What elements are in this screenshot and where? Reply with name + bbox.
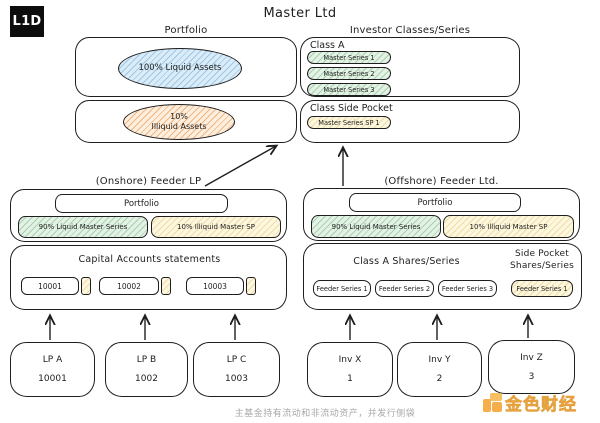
offshore-illiquid-pill: 10% Illiquid Master SP	[443, 215, 574, 238]
jinse-logo-icon	[483, 393, 502, 412]
offshore-liquid-pill: 90% Liquid Master Series	[311, 215, 441, 238]
class-side-pocket-label: Class Side Pocket	[310, 103, 393, 114]
illiquid-assets-ellipse: 10% Illiquid Assets	[123, 104, 235, 140]
investor-lp-b-box: LP B 1002	[105, 342, 188, 397]
investor-lp-a-number: 10001	[38, 374, 67, 384]
class-a-label: Class A	[310, 40, 345, 51]
account-10002-number: 10002	[99, 277, 159, 295]
investor-lp-c-box: LP C 1003	[193, 342, 280, 397]
investor-inv-x-number: 1	[347, 374, 353, 384]
offshore-feeder-label: (Offshore) Feeder Ltd.	[384, 176, 499, 187]
master-series-2-pill: Master Series 2	[307, 67, 391, 80]
onshore-feeder-box: Portfolio 90% Liquid Master Series 10% I…	[10, 189, 287, 242]
investor-classes-label: Investor Classes/Series	[349, 25, 471, 36]
side-pocket-feeder-series-1-pill: Feeder Series 1	[511, 280, 573, 297]
investor-inv-y-box: Inv Y 2	[397, 342, 482, 397]
investor-lp-a-name: LP A	[42, 355, 63, 365]
offshore-portfolio-box: Portfolio	[349, 193, 521, 212]
investor-lp-b-name: LP B	[136, 355, 157, 365]
offshore-feeder-box: Portfolio 90% Liquid Master Series 10% I…	[303, 188, 580, 241]
account-10001: 10001	[21, 277, 91, 295]
liquid-assets-text: 100% Liquid Assets	[138, 63, 222, 74]
master-portfolio-label: Portfolio	[164, 25, 208, 36]
master-illiquid-portfolio-box: 10% Illiquid Assets	[75, 100, 297, 143]
investor-lp-a-box: LP A 10001	[10, 342, 95, 397]
caption-text: 主基金持有流动和非流动资产，并发行侧袋	[234, 409, 416, 419]
account-10001-tab	[81, 277, 91, 295]
l1d-logo: L1D	[10, 6, 44, 37]
master-series-sp1-pill: Master Series SP 1	[307, 116, 391, 129]
account-10002-tab	[161, 277, 171, 295]
account-10002: 10002	[99, 277, 171, 295]
investor-inv-z-name: Inv Z	[520, 352, 543, 363]
investor-lp-c-number: 1003	[225, 374, 248, 384]
shares-series-box: Class A Shares/Series Side Pocket Shares…	[303, 243, 582, 310]
onshore-illiquid-pill: 10% Illiquid Master SP	[151, 216, 281, 238]
feeder-series-1-pill: Feeder Series 1	[313, 280, 371, 297]
capital-accounts-box: Capital Accounts statements 10001 10002 …	[10, 245, 287, 310]
feeder-series-2-pill: Feeder Series 2	[375, 280, 434, 297]
diagram-title: Master Ltd	[263, 6, 337, 21]
investor-inv-x-box: Inv X 1	[307, 342, 393, 397]
liquid-assets-ellipse: 100% Liquid Assets	[118, 48, 242, 89]
master-class-a-box: Class A Master Series 1 Master Series 2 …	[300, 37, 520, 97]
onshore-feeder-label: (Onshore) Feeder LP	[95, 176, 202, 187]
feeder-series-3-pill: Feeder Series 3	[438, 280, 497, 297]
illiquid-assets-text-1: 10%	[170, 112, 188, 121]
watermark: 金色财经	[483, 390, 577, 415]
master-series-3-pill: Master Series 3	[307, 83, 391, 96]
capital-accounts-header: Capital Accounts statements	[78, 254, 221, 265]
account-10003-number: 10003	[186, 277, 244, 295]
onshore-portfolio-box: Portfolio	[55, 194, 228, 213]
master-series-1-pill: Master Series 1	[307, 51, 391, 64]
side-pocket-shares-header: Side Pocket Shares/Series	[504, 249, 580, 272]
investor-inv-y-number: 2	[436, 374, 443, 384]
investor-inv-y-name: Inv Y	[428, 355, 451, 365]
side-pocket-shares-header-line2: Shares/Series	[510, 260, 574, 271]
investor-lp-b-number: 1002	[135, 374, 158, 384]
account-10003-tab	[246, 277, 256, 295]
class-a-shares-header: Class A Shares/Series	[353, 256, 460, 267]
investor-inv-z-number: 3	[528, 371, 535, 382]
investor-inv-z-box: Inv Z 3	[488, 340, 575, 394]
onshore-liquid-pill: 90% Liquid Master Series	[18, 216, 148, 238]
side-pocket-shares-header-line1: Side Pocket	[514, 249, 570, 259]
master-side-pocket-box: Class Side Pocket Master Series SP 1	[300, 100, 520, 143]
account-10001-number: 10001	[21, 277, 79, 295]
master-liquid-portfolio-box: 100% Liquid Assets	[75, 37, 297, 97]
investor-inv-x-name: Inv X	[338, 355, 362, 365]
investor-lp-c-name: LP C	[226, 355, 247, 365]
watermark-text: 金色财经	[505, 395, 577, 416]
account-10003: 10003	[186, 277, 256, 295]
illiquid-assets-text-2: Illiquid Assets	[151, 122, 207, 131]
